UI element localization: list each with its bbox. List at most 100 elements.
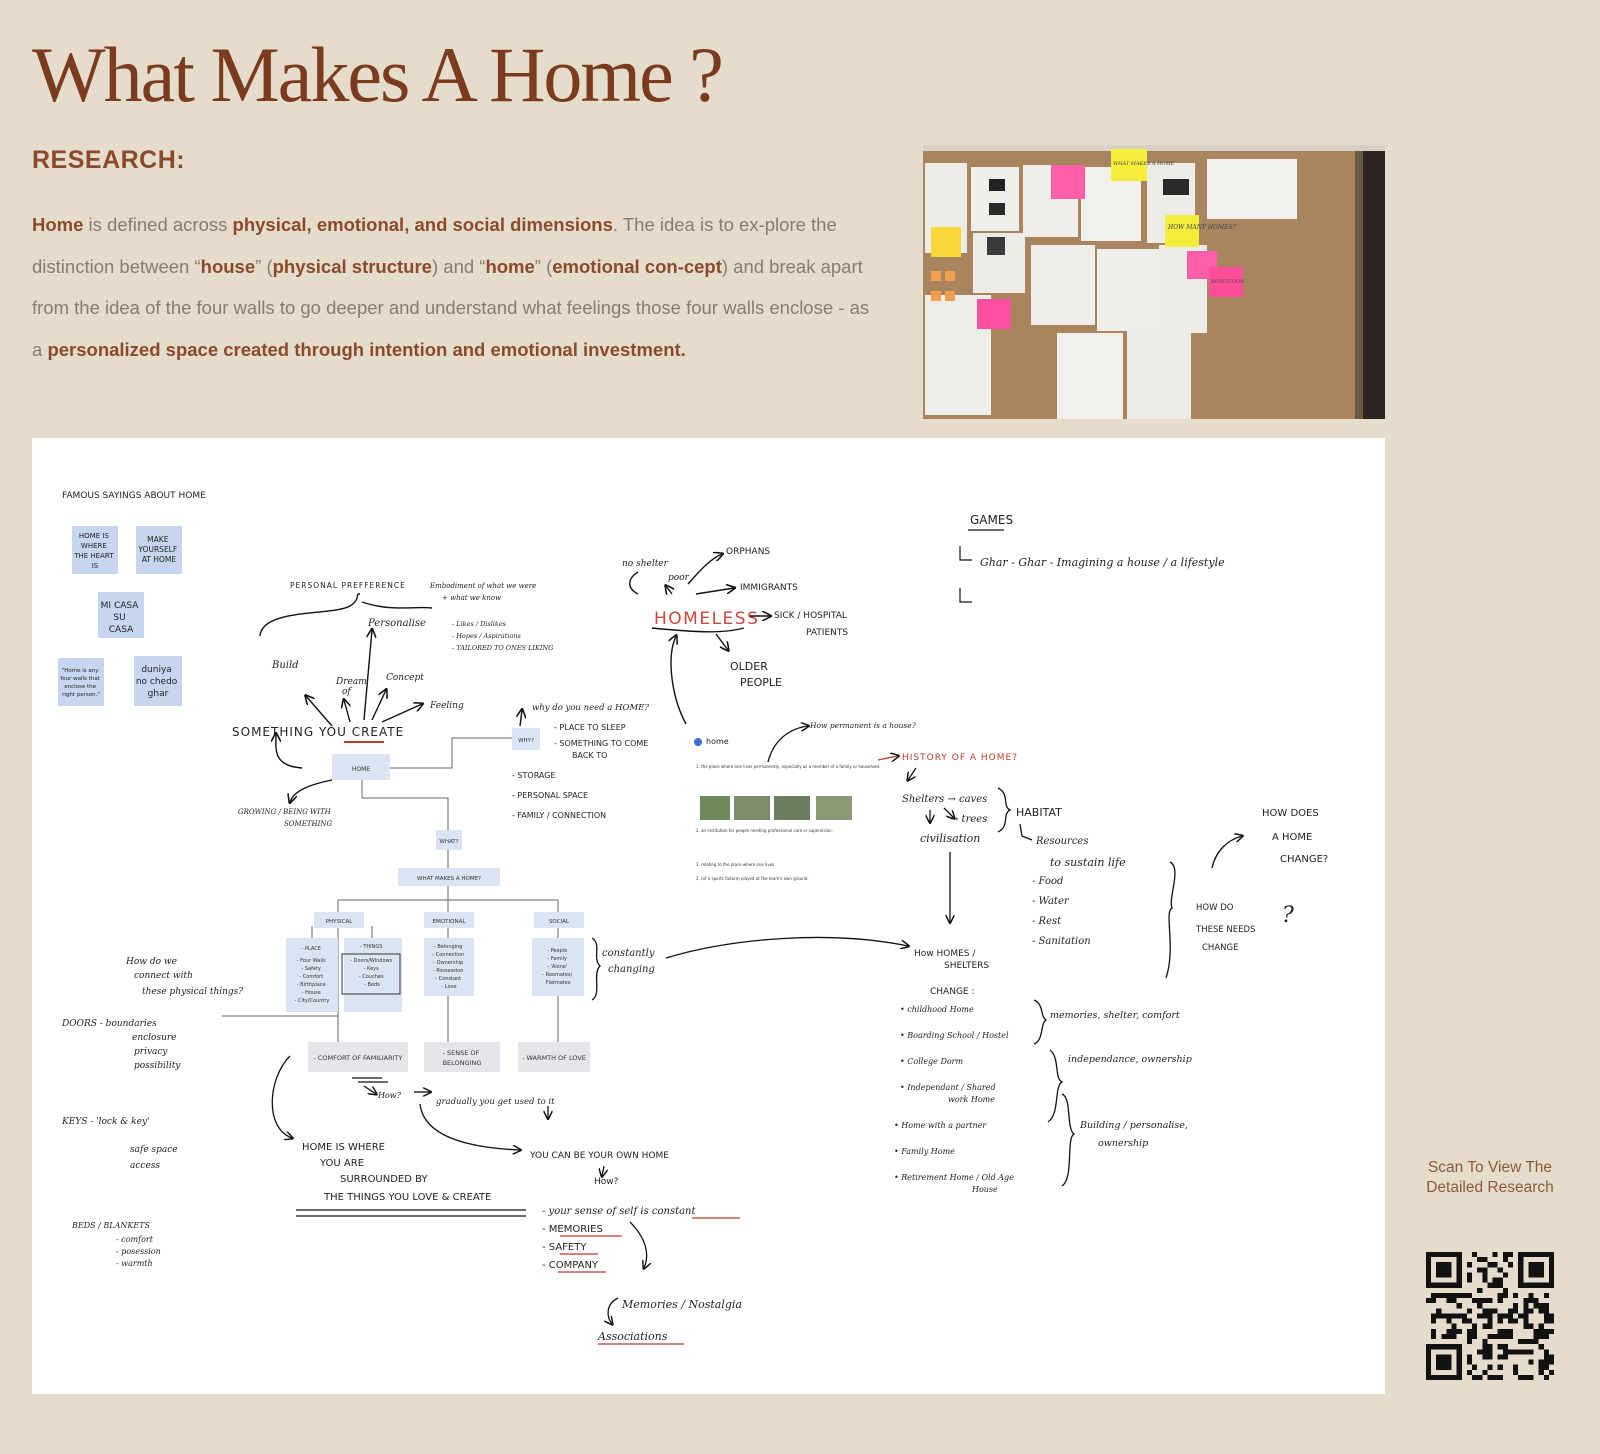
research-intro: Home is defined across physical, emotion… xyxy=(32,204,872,370)
svg-text:SURROUNDED BY: SURROUNDED BY xyxy=(340,1174,428,1185)
note-feeling: Feeling xyxy=(429,701,464,711)
sticky-note-yellow xyxy=(1111,149,1147,181)
svg-text:House: House xyxy=(971,1185,998,1194)
svg-text:HOME IS WHERE: HOME IS WHERE THE HEART IS xyxy=(73,532,116,570)
svg-text:WHAT?: WHAT? xyxy=(439,839,458,845)
svg-text:- comfort: - comfort xyxy=(116,1235,154,1244)
svg-text:CHANGE: CHANGE xyxy=(1202,943,1238,953)
svg-text:MI CASA SU CAS: MI CASA SU CASA xyxy=(101,601,142,635)
svg-text:1. relating to the place where: 1. relating to the place where one lives… xyxy=(696,862,776,867)
page-title: What Makes A Home ? xyxy=(32,31,724,118)
flow-connectors xyxy=(222,737,559,1042)
note-associations: Associations xyxy=(597,1330,668,1343)
research-wall-photo: HOW MANY HOMES? REPETITION WHAT MAKES A … xyxy=(923,145,1385,419)
svg-text:THESE NEEDS: THESE NEEDS xyxy=(1195,925,1255,935)
intro-emphasis: house xyxy=(200,255,256,277)
svg-text:enclosure: enclosure xyxy=(132,1033,177,1043)
games-bullets xyxy=(959,546,972,603)
svg-text:• Independant / Shared: • Independant / Shared xyxy=(900,1083,996,1092)
saying-card: duniya no chedo ghar xyxy=(134,656,182,706)
svg-text:- THINGS - Doors/Windo: - THINGS - Doors/Windows - Keys - Couche… xyxy=(350,944,394,988)
note-poor: poor xyxy=(668,573,690,583)
svg-text:1. the place where one lives p: 1. the place where one lives permanently… xyxy=(696,764,880,769)
flow-node-physical: PHYSICAL xyxy=(314,912,364,928)
svg-text:- posession: - posession xyxy=(116,1247,161,1256)
svg-text:changing: changing xyxy=(608,964,655,975)
note-beds: BEDS / BLANKETS - comfort - posession - … xyxy=(71,1221,161,1268)
svg-text:HOW DO: HOW DO xyxy=(1196,903,1234,913)
intro-text: ) and “ xyxy=(431,255,486,277)
note-how-does-home-change: HOW DOES A HOME CHANGE? xyxy=(1262,808,1328,865)
note-sick: SICK / HOSPITAL PATIENTS xyxy=(774,611,850,638)
svg-text:- COMFORT OF FAMILIARITY: - COMFORT OF FAMILIARITY xyxy=(313,1054,402,1062)
photo-note-2: REPETITION xyxy=(1210,279,1245,285)
svg-text:- Belonging - Connecti: - Belonging - Connection - Ownership - P… xyxy=(432,944,465,990)
svg-text:- SAFETY: - SAFETY xyxy=(542,1242,587,1253)
note-why-need: why do you need a HOME? xyxy=(532,703,649,713)
svg-text:- your sense of self is consta: - your sense of self is constant xyxy=(542,1206,696,1217)
svg-text:YOU ARE: YOU ARE xyxy=(319,1158,364,1169)
flow-node-why: WHY? xyxy=(512,728,540,750)
svg-text:memories, shelter, comfort: memories, shelter, comfort xyxy=(1050,1010,1180,1021)
flow-node-emotional: EMOTIONAL xyxy=(424,912,474,928)
intro-text: . The idea is to ex-plore the distinctio… xyxy=(32,214,837,277)
note-orphans: ORPHANS xyxy=(726,547,770,557)
note-no-shelter: no shelter xyxy=(622,559,669,569)
flow-node-what: WHAT? xyxy=(436,830,462,850)
note-life-stages: • childhood Home • Boarding School / Hos… xyxy=(894,1005,1014,1194)
svg-text:- Sanitation: - Sanitation xyxy=(1032,936,1091,947)
svg-text:SOCIAL: SOCIAL xyxy=(549,919,570,925)
sticky-note-yellow-2 xyxy=(1165,215,1199,247)
svg-text:• Retirement Home / Old Age: • Retirement Home / Old Age xyxy=(894,1173,1014,1182)
svg-text:EMOTIONAL: EMOTIONAL xyxy=(433,919,467,925)
svg-text:civilisation: civilisation xyxy=(920,832,980,845)
flow-node-comfort: - COMFORT OF FAMILIARITY xyxy=(308,1042,408,1072)
qr-code[interactable] xyxy=(1426,1252,1554,1380)
photo-note-3: WHAT MAKES A HOME xyxy=(1113,161,1175,167)
needs-arrow xyxy=(1211,836,1242,869)
flow-list-place: - PLACE - Four Walls - Safety - Comfort … xyxy=(286,938,338,1012)
note-question-mark: ? xyxy=(1282,903,1294,928)
svg-text:"Home is any four wall: "Home is any four walls that enclose the… xyxy=(60,668,101,698)
note-growing: GROWING / BEING WITH SOMETHING xyxy=(238,808,333,828)
note-needs-change: HOW DO THESE NEEDS CHANGE xyxy=(1195,903,1255,953)
svg-text:connect with: connect with xyxy=(134,971,193,981)
sticky-note-yellow-3 xyxy=(931,227,961,257)
note-dream: Dream of xyxy=(335,677,370,697)
svg-text:• Boarding School / Hostel: • Boarding School / Hostel xyxy=(900,1031,1009,1040)
flow-node-home: HOME xyxy=(332,754,390,780)
note-how-homes-change: How HOMES / SHELTERS CHANGE : xyxy=(914,949,989,997)
svg-text:- Rest: - Rest xyxy=(1032,916,1062,927)
note-history: HISTORY OF A HOME? xyxy=(902,753,1018,763)
svg-text:- SENSE OF BELONGING: - SENSE OF BELONGING xyxy=(443,1049,482,1067)
svg-text:safe space: safe space xyxy=(130,1145,178,1155)
intro-emphasis: Home xyxy=(32,214,84,235)
note-why-list: - PLACE TO SLEEP - SOMETHING TO COME BAC… xyxy=(512,723,651,820)
svg-text:PHYSICAL: PHYSICAL xyxy=(326,919,354,925)
svg-text:• Family Home: • Family Home xyxy=(894,1147,955,1156)
svg-text:MAKE YOURSELF: MAKE YOURSELF AT HOME xyxy=(137,535,179,564)
intro-text: is defined across xyxy=(83,214,233,235)
intro-emphasis: physical, emotional, and social dimensio… xyxy=(232,214,613,235)
svg-text:• Home with a partner: • Home with a partner xyxy=(894,1121,987,1130)
svg-text:WHAT MAKES A HOME?: WHAT MAKES A HOME? xyxy=(417,876,481,882)
stage-brackets xyxy=(1033,999,1076,1187)
intro-text: ” ( xyxy=(534,255,553,277)
svg-text:• childhood Home: • childhood Home xyxy=(900,1005,974,1014)
homeless-arrows xyxy=(629,554,770,725)
svg-text:possibility: possibility xyxy=(134,1061,181,1071)
note-embodiment: Embodiment of what we were + what we kno… xyxy=(429,582,538,602)
intro-emphasis: personalized space created through inten… xyxy=(47,338,686,360)
note-games: GAMES xyxy=(970,513,1013,527)
svg-text:How HOMES /: How HOMES / xyxy=(914,949,976,959)
svg-text:- WARMTH OF LOVE: - WARMTH OF LOVE xyxy=(522,1054,586,1062)
svg-text:A HOME: A HOME xyxy=(1272,832,1312,843)
mind-map-board: FAMOUS SAYINGS ABOUT HOME HOME IS WHERE … xyxy=(32,438,1385,1394)
note-likes: - Likes / Dislikes - Hopes / Aspirations… xyxy=(452,620,553,652)
svg-text:Shelters → caves: Shelters → caves xyxy=(902,794,987,805)
sticky-note-pink-4 xyxy=(977,299,1011,329)
note-habitat: Shelters → caves → trees civilisation HA… xyxy=(902,794,1126,947)
svg-text:2. (of a sports fixture) playe: 2. (of a sports fixture) played at the t… xyxy=(696,876,809,881)
svg-text:2. an institution for people n: 2. an institution for people needing pro… xyxy=(696,828,833,833)
sticky-note-pink xyxy=(1051,165,1085,199)
